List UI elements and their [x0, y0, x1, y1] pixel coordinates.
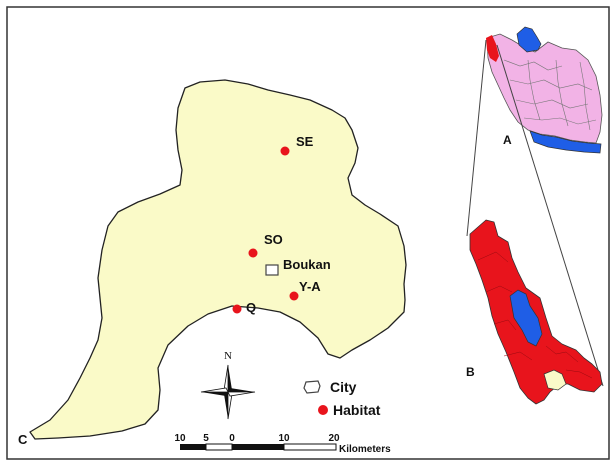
- scale-tick-20: 20: [328, 433, 340, 444]
- scale-tick-10: 10: [278, 433, 290, 444]
- site-label-q: Q: [246, 300, 256, 315]
- panel-label-b: B: [466, 365, 475, 379]
- habitat-point-so: [248, 248, 258, 258]
- study-area-polygon: [29, 79, 407, 440]
- north-arrow-icon: [200, 364, 256, 420]
- inset-b-map: [469, 219, 603, 405]
- habitat-point-se: [280, 146, 290, 156]
- site-label-y-a: Y-A: [299, 279, 321, 294]
- north-label: N: [224, 350, 232, 362]
- site-label-se: SE: [296, 134, 314, 149]
- legend-habitat-label: Habitat: [333, 402, 381, 418]
- scale-tick-10-left: 10: [174, 433, 186, 444]
- habitat-point-q: [232, 304, 242, 314]
- map-frame: [6, 6, 610, 460]
- legend-city-label: City: [330, 379, 357, 395]
- scale-tick-0: 0: [229, 433, 235, 444]
- inset-a-map: [486, 26, 603, 154]
- city-label: Boukan: [283, 257, 331, 272]
- zoom-connector-right: [496, 44, 604, 387]
- site-label-so: SO: [264, 232, 283, 247]
- city-marker: [265, 264, 279, 276]
- scale-bar: [180, 443, 337, 451]
- habitat-point-y-a: [289, 291, 299, 301]
- panel-label-a: A: [503, 133, 512, 147]
- scale-unit-label: Kilometers: [339, 444, 391, 455]
- legend-city-icon: [303, 380, 321, 394]
- panel-label-c: C: [18, 432, 28, 447]
- legend-habitat-icon: [318, 405, 328, 415]
- zoom-connector-left: [466, 39, 487, 237]
- scale-tick-5: 5: [203, 433, 209, 444]
